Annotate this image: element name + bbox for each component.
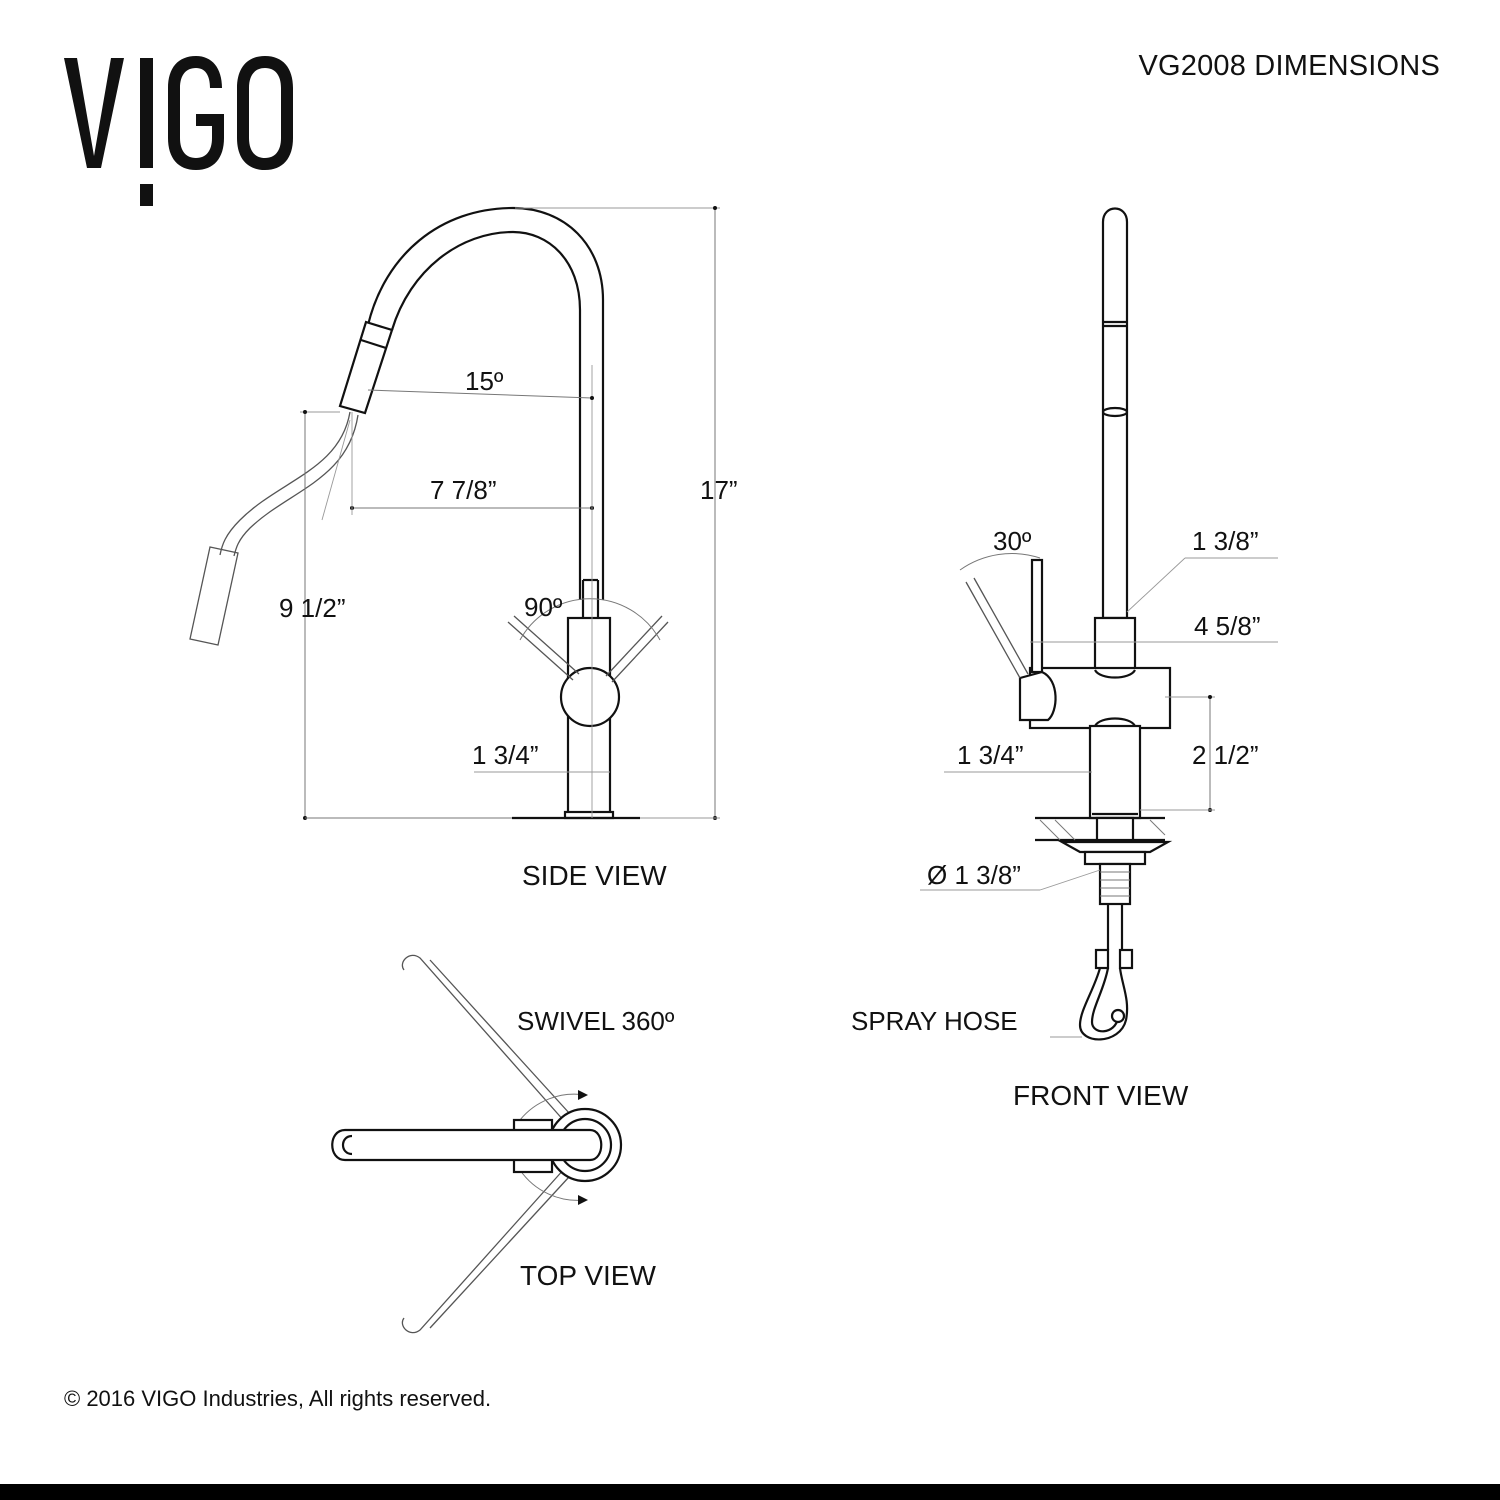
front-base-width-label: 1 3/4”: [957, 740, 1024, 770]
front-base-height-label: 2 1/2”: [1192, 740, 1259, 770]
side-view-caption: SIDE VIEW: [522, 860, 667, 891]
front-view-faucet: [959, 207, 1173, 1041]
side-view-dimensions: [300, 206, 720, 820]
front-view-dimensions: [920, 557, 1278, 1038]
swivel-label: SWIVEL 360º: [517, 1006, 675, 1036]
side-spout-reach-label: 7 7/8”: [430, 475, 497, 505]
bottom-bar: [0, 1484, 1500, 1500]
vigo-logo: [64, 56, 293, 206]
top-view-faucet: [331, 954, 623, 1334]
side-view-faucet: [189, 206, 669, 820]
side-base-width-label: 1 3/4”: [472, 740, 539, 770]
spray-hose-label: SPRAY HOSE: [851, 1006, 1018, 1036]
side-spout-height-label: 9 1/2”: [279, 593, 346, 623]
front-view-caption: FRONT VIEW: [1013, 1080, 1189, 1111]
front-hole-diameter-label: Ø 1 3/8”: [927, 860, 1021, 890]
side-spout-angle-label: 15º: [465, 366, 504, 396]
side-handle-angle-label: 90º: [524, 592, 563, 622]
front-handle-angle-label: 30º: [993, 526, 1032, 556]
side-total-height-label: 17”: [700, 475, 738, 505]
document-title: VG2008 DIMENSIONS: [1138, 50, 1440, 82]
copyright-notice: © 2016 VIGO Industries, All rights reser…: [64, 1386, 492, 1411]
front-spout-diameter-label: 1 3/8”: [1192, 526, 1259, 556]
front-handle-reach-label: 4 5/8”: [1194, 611, 1261, 641]
top-view-caption: TOP VIEW: [520, 1260, 656, 1291]
